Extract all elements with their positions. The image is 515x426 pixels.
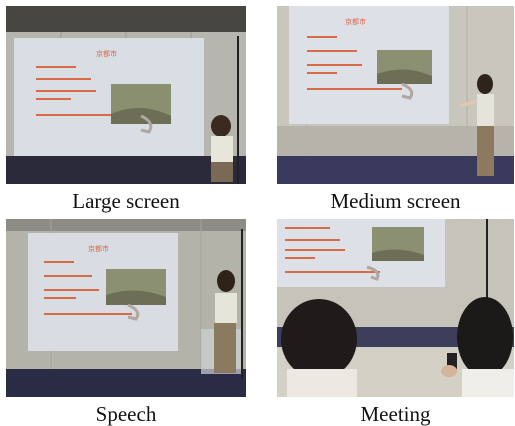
large-screen-photo: 京都市 (6, 6, 246, 184)
caption-meeting: Meeting (360, 402, 431, 426)
medium-screen-photo: 京都市 (277, 6, 514, 184)
medium-slide-title: 京都市 (345, 17, 366, 26)
speech-photo: 京都市 (6, 219, 246, 397)
meeting-photo (277, 219, 514, 397)
speech-slide-title: 京都市 (88, 244, 109, 253)
caption-large-screen: Large screen (72, 189, 180, 213)
caption-speech: Speech (95, 402, 157, 426)
caption-medium-screen: Medium screen (330, 189, 461, 213)
large-slide-title: 京都市 (96, 49, 117, 58)
